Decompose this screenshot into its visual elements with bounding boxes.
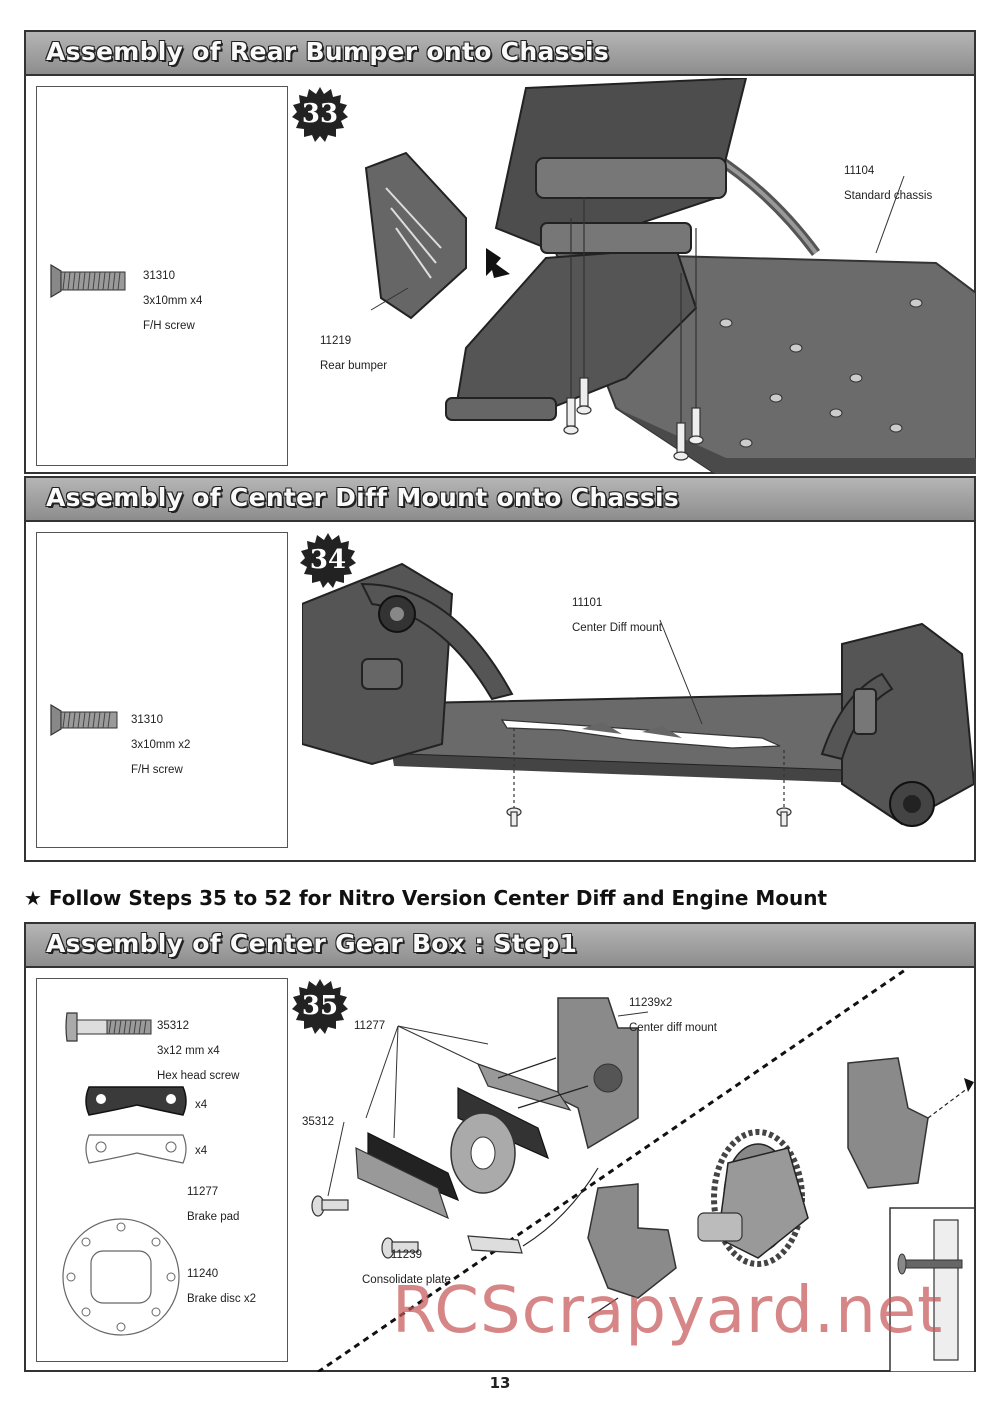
part-name: Brake disc x2 [187,1292,257,1305]
page-number: 13 [489,1374,511,1392]
callout-code: 11219 [320,334,352,347]
part-label: 11240 Brake disc x2 [187,1255,256,1305]
part-spec: 3x10mm x4 [143,294,203,307]
callout-name: Center diff mount [629,1021,718,1034]
parts-box: 35312 3x12 mm x4 Hex head screw x4 x4 11… [36,978,288,1362]
part-label: 31310 3x10mm x4 F/H screw [143,257,202,332]
flat-head-screw-icon [50,703,118,737]
callout-name: Consolidate plate [362,1273,451,1286]
section-title: Assembly of Center Gear Box : Step1 [46,929,578,958]
section-title: Assembly of Center Diff Mount onto Chass… [46,483,680,512]
part-qty: x4 [195,1145,208,1157]
part-label: 35312 3x12 mm x4 Hex head screw [157,1007,239,1082]
part-name: F/H screw [143,319,195,332]
nitro-version-notice: ★ Follow Steps 35 to 52 for Nitro Versio… [24,886,828,910]
step-number: 33 [301,99,339,129]
part-qty: x4 [195,1099,208,1111]
callout-screw: 35312 [302,1116,334,1128]
callout-center-diff-mount: 11101 Center Diff mount [572,584,662,634]
brake-disc-icon [62,1218,180,1336]
parts-box: 31310 3x10mm x4 F/H screw [36,86,288,466]
step-number: 35 [301,991,339,1021]
callout-standard-chassis: 11104 Standard chassis [844,152,932,202]
callout-rear-bumper: 11219 Rear bumper [320,322,387,372]
callout-code: 11104 [844,164,875,177]
part-name: Hex head screw [157,1069,240,1082]
section-header: Assembly of Rear Bumper onto Chassis [26,32,974,76]
callout-brake-pad: 11277 [354,1020,386,1032]
part-name: F/H screw [131,763,183,776]
callout-name: Standard chassis [844,189,933,202]
parts-box: 31310 3x10mm x2 F/H screw [36,532,288,848]
part-label: 11277 Brake pad [187,1173,239,1223]
section-header: Assembly of Center Gear Box : Step1 [26,924,974,968]
callout-name: Rear bumper [320,359,388,372]
rear-bumper-drawing [364,78,976,474]
callout-consolidate-plate: 11239 Consolidate plate [362,1236,451,1286]
hex-head-screw-icon [65,1012,152,1042]
step-badge: 33 [292,86,348,142]
center-diff-mount-drawing [302,562,974,827]
part-spec: 3x10mm x2 [131,738,191,751]
gear-badge-icon [292,87,348,142]
callout-name: Center Diff mount [572,621,662,634]
center-gear-box-drawing [311,968,974,1372]
callout-code: 11101 [572,596,603,609]
part-code: 35312 [157,1019,189,1032]
part-code: 31310 [131,713,163,726]
brake-pad-light-icon [85,1134,187,1164]
gear-badge-icon [300,533,356,588]
section-header: Assembly of Center Diff Mount onto Chass… [26,478,974,522]
callout-code: 11239x2 [629,996,673,1009]
section-center-gear-box: Assembly of Center Gear Box : Step1 3531… [24,922,976,1372]
step-badge: 35 [292,978,348,1034]
part-spec: 3x12 mm x4 [157,1044,220,1057]
site-watermark: RCScrapyard.net [392,1274,944,1348]
step-number: 34 [309,545,347,575]
part-code: 31310 [143,269,175,282]
part-code: 11277 [187,1185,219,1198]
gear-badge-icon [292,979,348,1034]
callout-center-diff-mount: 11239x2 Center diff mount [629,984,717,1034]
callout-code: 11239 [390,1248,422,1261]
flat-head-screw-icon [50,263,126,299]
step-badge: 34 [300,532,356,588]
section-center-diff-mount: Assembly of Center Diff Mount onto Chass… [24,476,976,862]
part-name: Brake pad [187,1210,240,1223]
brake-pad-dark-icon [85,1086,187,1116]
part-code: 11240 [187,1267,219,1280]
part-label: 31310 3x10mm x2 F/H screw [131,701,190,776]
section-rear-bumper: Assembly of Rear Bumper onto Chassis 313… [24,30,976,474]
section-title: Assembly of Rear Bumper onto Chassis [46,37,610,66]
